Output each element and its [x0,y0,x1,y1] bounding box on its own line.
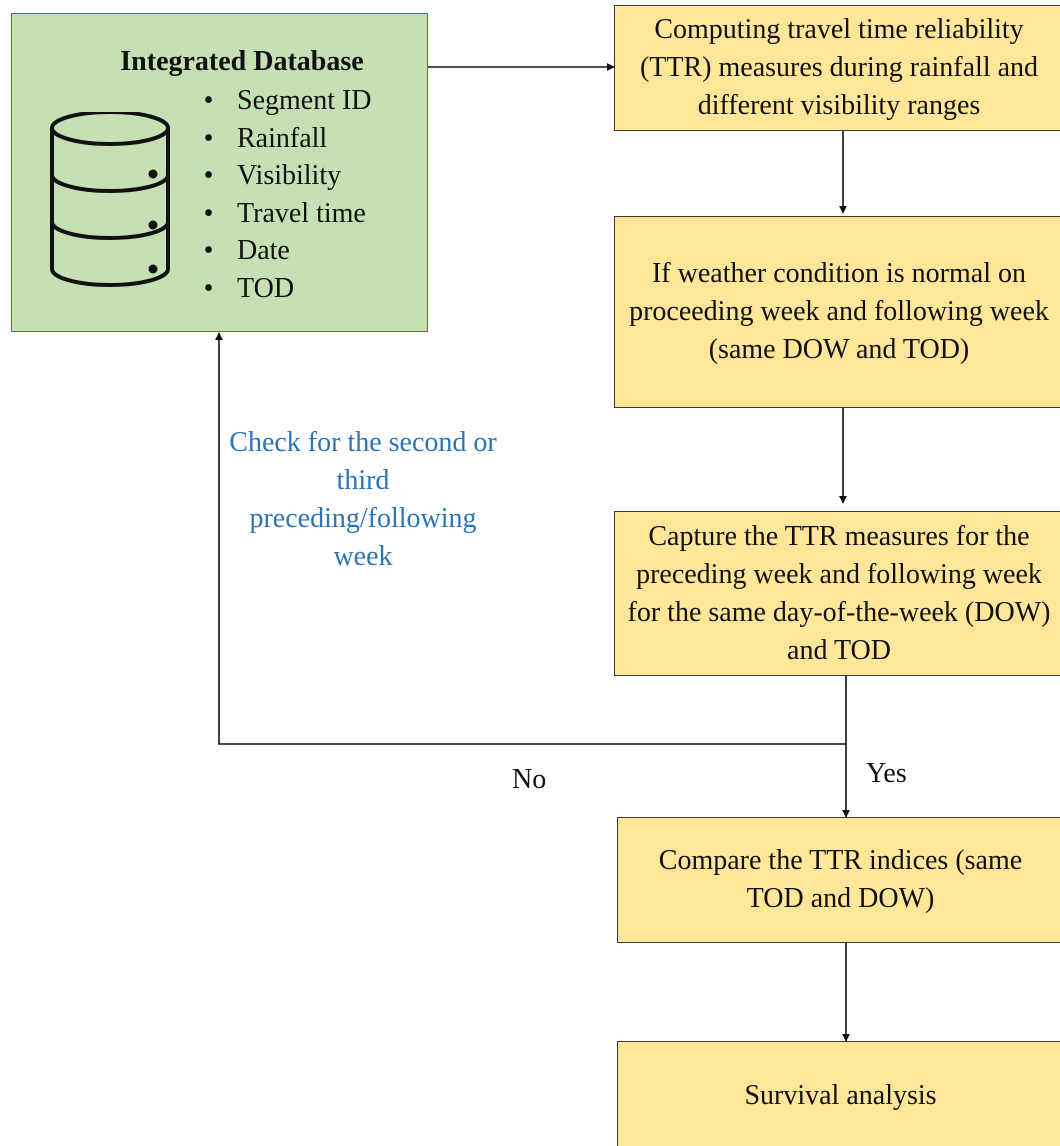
step-survival-analysis-text: Survival analysis [744,1080,937,1111]
edge-label-no: No [512,764,547,795]
database-field-list: •Segment ID •Rainfall •Visibility •Trave… [180,82,372,307]
step-compare-indices-text: Compare the TTR indices (same TOD and DO… [658,845,1023,914]
database-field: •Segment ID [203,85,372,116]
step-compare-indices: Compare the TTR indices (same TOD and DO… [617,817,1060,943]
step-capture-ttr-text: Capture the TTR measures for the precedi… [627,520,1051,666]
step-weather-condition-text: If weather condition is normal on procee… [629,258,1049,365]
database-field: •TOD [203,272,295,304]
database-title: Integrated Database [120,46,364,77]
database-field: •Rainfall [203,122,328,154]
step-weather-condition: If weather condition is normal on procee… [614,216,1060,408]
step-survival-analysis: Survival analysis [617,1041,1060,1146]
step-capture-ttr: Capture the TTR measures for the precedi… [614,511,1060,676]
integrated-database-box: Integrated Database •Segment ID •Rainfal… [11,13,428,332]
database-field: •Visibility [203,160,342,191]
step-compute-ttr-text: Computing travel time reliability (TTR) … [639,14,1039,121]
step-compute-ttr: Computing travel time reliability (TTR) … [614,5,1060,131]
database-icon [50,112,170,287]
database-field: •Date [203,235,290,266]
database-field: •Travel time [203,197,366,229]
edge-label-yes: Yes [866,758,907,789]
loop-note: Check for the second or third preceding/… [229,427,497,572]
arrow-loop-back-to-database [215,332,846,745]
